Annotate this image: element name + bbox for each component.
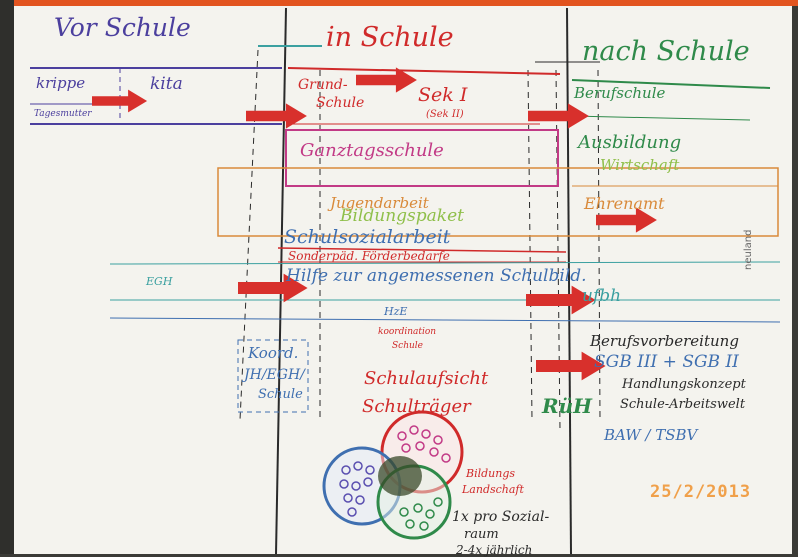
label-egh: EGH [146,275,173,288]
label-handlungskonzept-1: Handlungskonzept [622,377,746,392]
label-berufschule: Berufschule [574,84,666,102]
label-sek1: Sek I [418,84,468,106]
label-koord-3: Schule [258,387,303,402]
label-sonderpaed: Sonderpäd. Förderbedarfe [288,249,450,263]
label-jugendarbeit: Jugendarbeit [330,194,429,212]
label-bildungslandschaft-1: Bildungs [466,467,516,480]
label-koord-1: Koord. [248,344,299,362]
label-koordination-2: Schule [392,341,424,351]
arrow-grundschule [246,103,307,129]
photo-left-edge [0,0,14,554]
label-bildungslandschaft-2: Landschaft [462,483,524,496]
label-krippe: krippe [36,74,86,92]
label-baw: BAW / TSBV [604,426,698,444]
label-koordination-1: koordination [378,327,437,337]
arrow-berufschule [528,103,589,129]
label-sozialraum-2: raum [464,527,499,542]
label-kita: kita [150,74,183,94]
arrow-kita [92,89,148,113]
divider-left [275,7,287,554]
label-ausbildung: Ausbildung [578,132,682,153]
divider-right [566,7,572,554]
header-nach-schule: nach Schule [582,36,750,67]
date-stamp: 25/2/2013 [650,482,752,502]
label-jaehrlich: 2-4x jährlich [456,543,533,557]
label-schulaufsicht: Schulaufsicht [364,368,489,389]
label-schulsozialarbeit: Schulsozialarbeit [284,226,451,248]
label-ehrenamt: Ehrenamt [584,194,665,213]
label-handlungskonzept-2: Schule-Arbeitswelt [620,397,746,412]
label-sgb: SGB III + SGB II [594,352,739,372]
label-ruh: RüH [542,394,593,418]
label-tagesmutter: Tagesmutter [34,109,92,119]
label-ganztagsschule: Ganztagsschule [300,140,444,161]
label-grundschule-2: Schule [316,95,365,111]
label-hilfe: Hilfe zur angemessenen Schulbild. [286,266,587,286]
label-sek2: (Sek II) [426,109,464,120]
label-koord-2: JH/EGH/ [244,367,305,383]
ganztag-box [285,129,559,187]
neuland-logo: neuland [743,229,754,270]
label-ufbh: ufbh [582,286,622,306]
label-hze: HzE [384,305,408,318]
label-berufsvorbereitung: Berufsvorbereitung [590,332,739,350]
arrow-sek [356,67,417,93]
label-bildungspaket: Bildungspaket [340,206,464,226]
label-schultraeger: Schulträger [362,396,471,417]
top-edge-strip [0,0,798,6]
label-wirtschaft: Wirtschaft [600,156,680,174]
label-sozialraum-1: 1x pro Sozial- [452,509,550,525]
header-vor-schule: Vor Schule [54,13,191,42]
label-grundschule-1: Grund- [298,77,348,93]
jugendarbeit-box [217,167,779,237]
header-in-schule: in Schule [326,22,454,53]
